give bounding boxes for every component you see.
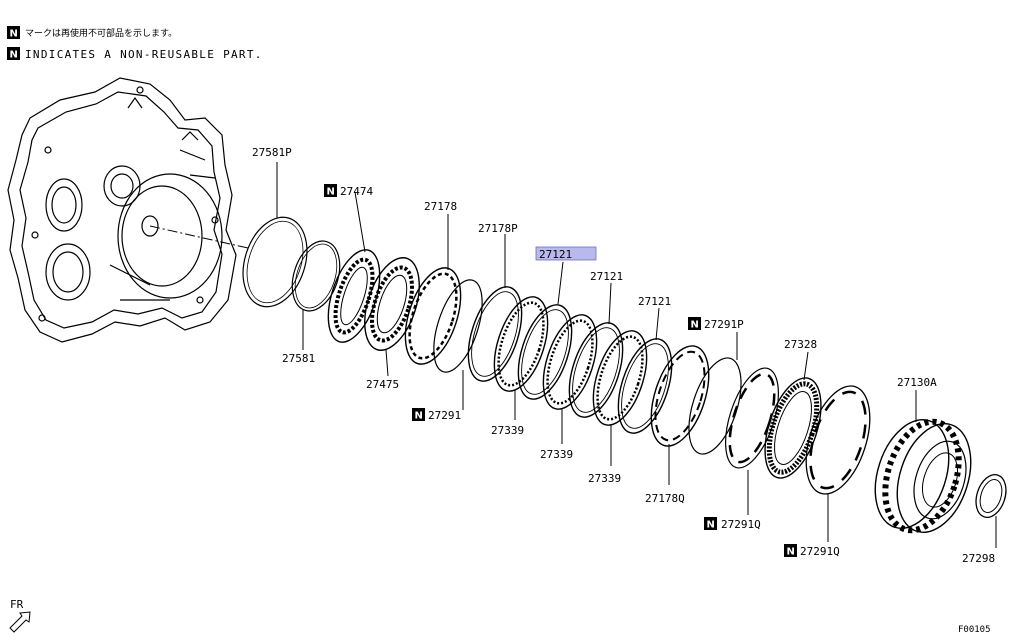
label-27130A[interactable]: 27130A xyxy=(897,376,937,389)
part-27339-disc-3 xyxy=(592,330,648,426)
label-27339-c[interactable]: 27339 xyxy=(588,472,621,485)
label-27178[interactable]: 27178 xyxy=(424,200,457,213)
label-27291-group[interactable]: N 27291 xyxy=(412,408,461,422)
label-27121-highlighted[interactable]: 27121 xyxy=(535,246,597,261)
label-27298[interactable]: 27298 xyxy=(962,552,995,565)
label-27291[interactable]: 27291 xyxy=(428,409,461,422)
center-axis-line xyxy=(149,225,249,249)
label-27121-selected[interactable]: 27121 xyxy=(539,248,572,261)
fr-label: FR xyxy=(10,598,24,611)
header-note-jp: N マークは再使用不可部品を示します。 xyxy=(7,26,177,40)
part-27121-plate-2 xyxy=(568,322,624,418)
fr-arrow-icon xyxy=(9,611,31,633)
label-27339-a[interactable]: 27339 xyxy=(491,424,524,437)
label-27121-b[interactable]: 27121 xyxy=(638,295,671,308)
front-direction-indicator: FR xyxy=(9,598,31,633)
part-27178Q-plate xyxy=(650,345,710,447)
part-27291P-snap-ring xyxy=(688,357,742,455)
non-reusable-marker: N xyxy=(787,547,795,558)
label-27474-group[interactable]: N 27474 xyxy=(324,184,373,198)
label-27178Q[interactable]: 27178Q xyxy=(645,492,685,505)
non-reusable-marker: N xyxy=(691,320,699,331)
part-27339-disc-1 xyxy=(493,296,549,392)
part-27121-plate-3 xyxy=(617,338,673,434)
part-27475-piston xyxy=(364,257,420,351)
part-27474-spring xyxy=(327,249,381,343)
part-27581-ring xyxy=(291,240,341,312)
part-27291Q-snap-ring-2 xyxy=(805,385,871,495)
label-27291Q-a-group[interactable]: N 27291Q xyxy=(704,517,761,531)
part-27328-hub xyxy=(764,377,822,479)
non-reusable-marker: N xyxy=(10,50,18,61)
note-japanese: マークは再使用不可部品を示します。 xyxy=(25,27,177,39)
part-27581P-ring xyxy=(242,216,308,308)
part-27291-snap-ring xyxy=(433,279,483,373)
part-27130A-drum xyxy=(874,418,972,534)
non-reusable-marker: N xyxy=(707,520,715,531)
highlight-box xyxy=(535,246,597,261)
part-27298-washer xyxy=(975,473,1007,519)
label-27581P[interactable]: 27581P xyxy=(252,146,292,159)
diagram-code: F00105 xyxy=(958,625,991,635)
label-27291Q-b-group[interactable]: N 27291Q xyxy=(784,544,840,558)
label-27291P[interactable]: 27291P xyxy=(704,318,744,331)
label-27581[interactable]: 27581 xyxy=(282,352,315,365)
non-reusable-marker: N xyxy=(327,187,335,198)
label-27121-a[interactable]: 27121 xyxy=(590,270,623,283)
header-note-en: N INDICATES A NON-REUSABLE PART. xyxy=(7,47,263,61)
label-27291P-group[interactable]: N 27291P xyxy=(688,317,744,331)
label-27178P[interactable]: 27178P xyxy=(478,222,518,235)
label-27475[interactable]: 27475 xyxy=(366,378,399,391)
label-27291Q-b[interactable]: 27291Q xyxy=(800,545,840,558)
leader-lines xyxy=(276,162,997,548)
label-27291Q-a[interactable]: 27291Q xyxy=(721,518,761,531)
transmission-case-drawing xyxy=(7,77,237,343)
non-reusable-marker: N xyxy=(10,29,18,40)
part-27121-plate-1 xyxy=(517,304,573,400)
part-27339-disc-2 xyxy=(542,314,598,410)
label-27328[interactable]: 27328 xyxy=(784,338,817,351)
part-27178P-plate xyxy=(467,286,523,382)
label-27339-b[interactable]: 27339 xyxy=(540,448,573,461)
non-reusable-marker: N xyxy=(415,411,423,422)
label-27474[interactable]: 27474 xyxy=(340,185,373,198)
note-english: INDICATES A NON-REUSABLE PART. xyxy=(25,48,263,61)
